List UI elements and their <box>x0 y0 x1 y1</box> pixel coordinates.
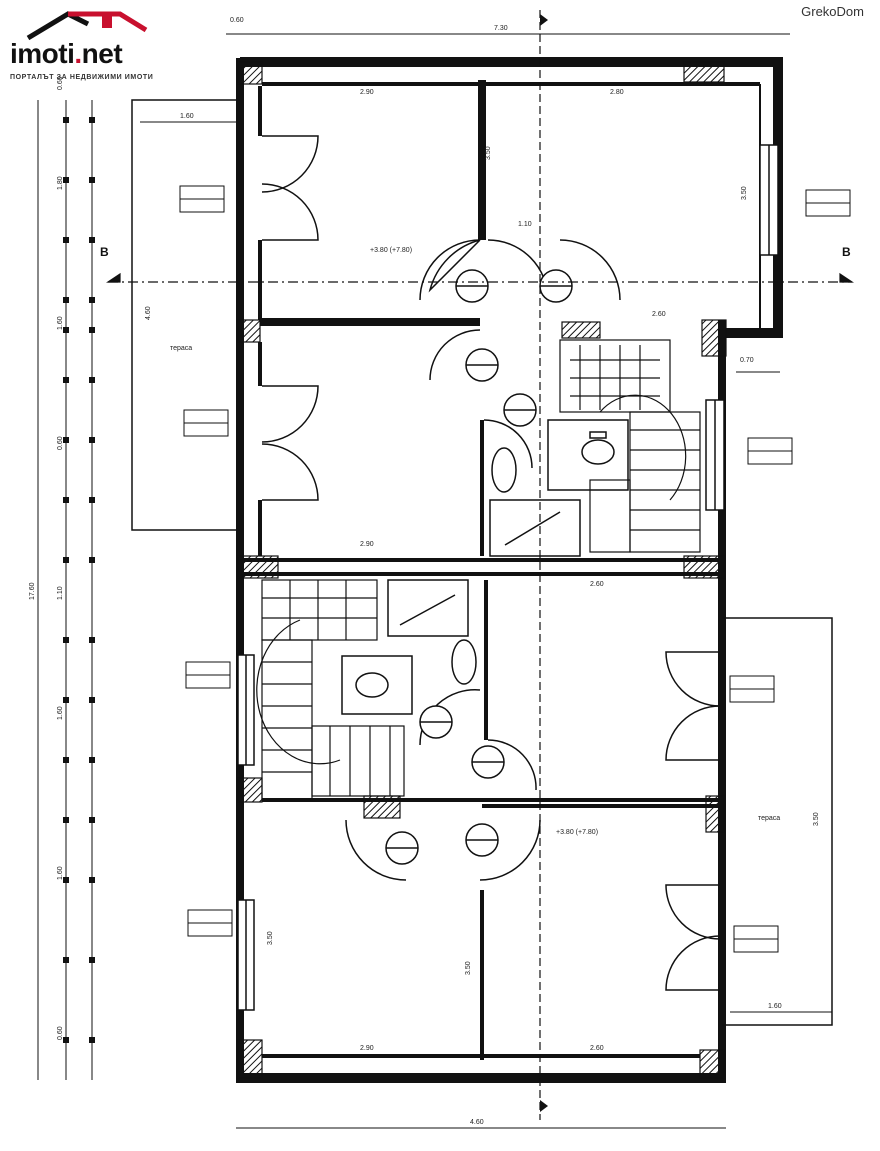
windows <box>237 144 779 1011</box>
dim-terrace-top: 1.60 <box>180 113 194 120</box>
bathroom-fixtures <box>341 419 629 715</box>
interior-walls <box>240 80 761 1060</box>
dim-balcony-step: 0.70 <box>740 357 754 364</box>
house-roof-icon <box>26 11 148 41</box>
dim-tick <box>63 877 69 883</box>
dim-tick <box>63 757 69 763</box>
dim-bottom-left: 2.90 <box>360 1045 374 1052</box>
terrace-label-right: тераса <box>758 815 780 822</box>
imoti-logo[interactable]: imoti.net ПОРТАЛЪТ ЗА НЕДВИЖИМИ ИМОТИ <box>8 8 168 88</box>
dim-left-chain-1: 1.80 <box>57 176 64 190</box>
dim-tick <box>63 1037 69 1043</box>
dim-left-chain-3: 0.60 <box>57 436 64 450</box>
section-marker-right: B <box>842 245 851 259</box>
level-label-top: +3.80 (+7.80) <box>370 247 412 254</box>
dim-terrace-bottom: 1.60 <box>768 1003 782 1010</box>
dim-tick <box>89 377 95 383</box>
dim-left-total: 17.60 <box>29 582 36 600</box>
dim-tick <box>89 497 95 503</box>
dim-bottom-total: 4.60 <box>470 1119 484 1126</box>
dim-tick <box>89 1037 95 1043</box>
stairs-bottom <box>256 579 405 801</box>
stairs-top <box>559 339 701 553</box>
dim-tick <box>63 497 69 503</box>
dim-mid-right: 2.60 <box>590 581 604 588</box>
dim-tick <box>89 877 95 883</box>
dim-right-stub: 2.60 <box>652 311 666 318</box>
logo-name-suffix: net <box>81 38 123 69</box>
dim-mid-left: 2.90 <box>360 541 374 548</box>
dim-tick <box>89 237 95 243</box>
dim-tick <box>63 327 69 333</box>
watermark: GrekoDom <box>801 4 864 19</box>
dim-tick <box>89 177 95 183</box>
dim-terrace-h: 4.60 <box>145 306 152 320</box>
section-line <box>106 272 854 283</box>
dim-tick <box>63 237 69 243</box>
dim-room-h-br: 3.50 <box>465 961 472 975</box>
dim-terrace-h-r: 3.50 <box>813 812 820 826</box>
dimension-ticks <box>63 117 95 1043</box>
dim-hall: 1.10 <box>518 221 532 228</box>
dim-left-chain-7: 0.60 <box>57 1026 64 1040</box>
dim-left-chain-4: 1.10 <box>57 586 64 600</box>
level-label-bottom: +3.80 (+7.80) <box>556 829 598 836</box>
dim-tick <box>63 297 69 303</box>
dim-tick <box>63 697 69 703</box>
dim-tick <box>63 377 69 383</box>
dim-bottom-right: 2.60 <box>590 1045 604 1052</box>
logo-wordmark: imoti.net <box>10 38 123 70</box>
dim-left-chain-0: 0.60 <box>57 76 64 90</box>
dim-tick <box>89 557 95 563</box>
dim-tick <box>89 757 95 763</box>
dim-tick <box>89 817 95 823</box>
dim-tick <box>89 117 95 123</box>
dim-left-chain-5: 1.60 <box>57 706 64 720</box>
circle-markers <box>385 269 573 865</box>
dim-tick <box>63 817 69 823</box>
dim-tick <box>63 957 69 963</box>
terrace-label-left: тераса <box>170 345 192 352</box>
dim-tick <box>63 557 69 563</box>
dim-tick <box>63 637 69 643</box>
left-chain-labels: 0.60 1.80 1.60 0.60 1.10 1.60 1.60 0.60 <box>57 76 64 1040</box>
logo-tagline: ПОРТАЛЪТ ЗА НЕДВИЖИМИ ИМОТИ <box>10 74 154 81</box>
dim-left-chain-6: 1.60 <box>57 866 64 880</box>
dim-room-h-tr: 3.50 <box>741 186 748 200</box>
dim-tick <box>63 437 69 443</box>
logo-name-prefix: imoti <box>10 38 75 69</box>
dim-tick <box>89 957 95 963</box>
dim-room-tl: 2.90 <box>360 89 374 96</box>
dim-left-chain-2: 1.60 <box>57 316 64 330</box>
dim-tick <box>89 327 95 333</box>
dim-tick <box>89 637 95 643</box>
dim-room-tr: 2.80 <box>610 89 624 96</box>
dim-top-small: 0.60 <box>230 17 244 24</box>
dim-room-h-bl: 3.50 <box>267 931 274 945</box>
door-swings <box>261 135 721 991</box>
dim-top-total: 7.30 <box>494 25 508 32</box>
dim-tick <box>63 177 69 183</box>
dim-tick <box>89 297 95 303</box>
dim-room-h-tl: 3.50 <box>485 146 492 160</box>
dimension-labels: 7.30 0.60 4.60 2.90 2.80 1.10 2.60 2.90 … <box>29 17 820 1126</box>
dim-tick <box>89 437 95 443</box>
logo-name-dot: . <box>74 38 82 69</box>
dim-tick <box>63 117 69 123</box>
dim-tick <box>89 697 95 703</box>
dimension-lines <box>37 33 832 1129</box>
axis-markers <box>540 14 548 1112</box>
terraces <box>131 99 833 1026</box>
section-marker-left: B <box>100 245 109 259</box>
area-tags <box>179 185 851 953</box>
